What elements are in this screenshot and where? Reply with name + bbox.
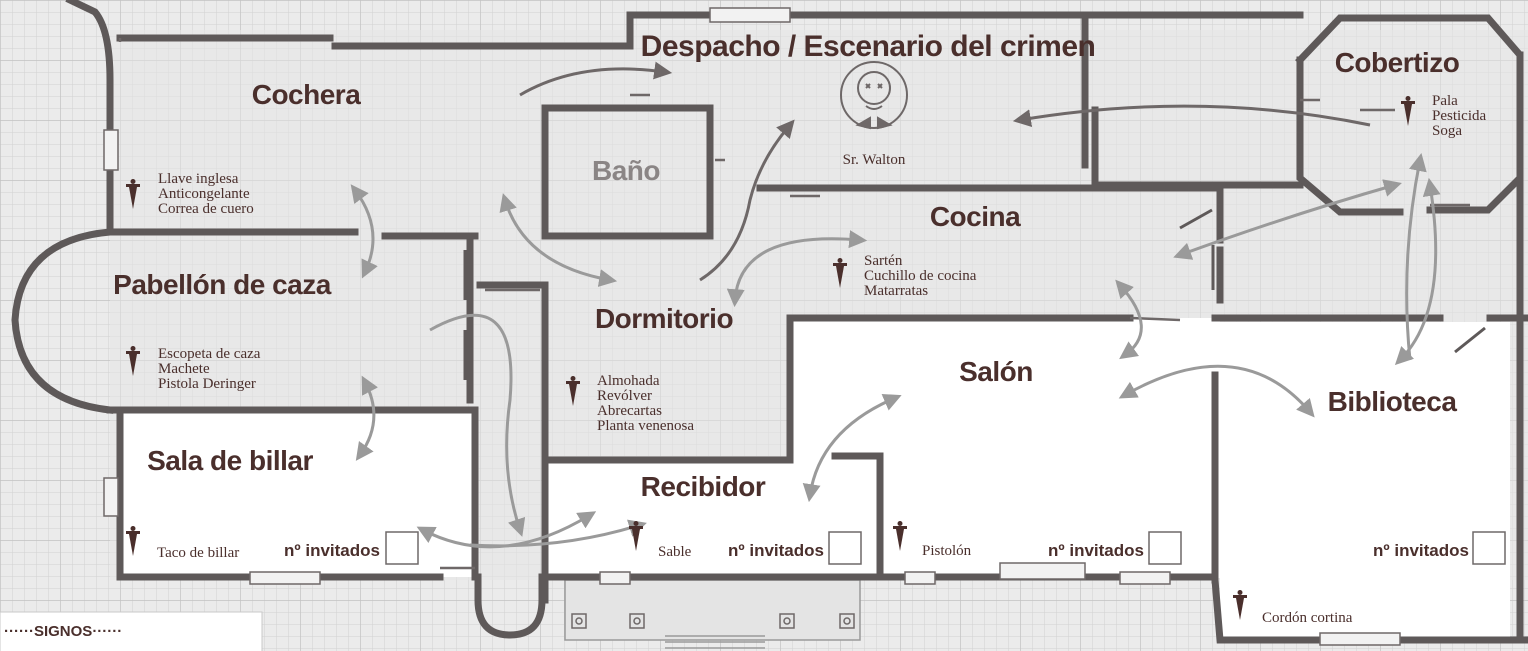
room-title-recibidor: Recibidor	[641, 471, 766, 502]
item-cobertizo-1: Pesticida	[1432, 108, 1486, 124]
item-cobertizo-2: Soga	[1432, 123, 1462, 139]
walls	[11, 0, 1528, 644]
room-title-cochera: Cochera	[252, 79, 361, 110]
room-title-cocina: Cocina	[930, 201, 1021, 232]
dagger-icon-pabellon	[126, 346, 140, 376]
item-dormitorio-1: Revólver	[597, 388, 652, 404]
dagger-icon-dormitorio	[566, 376, 580, 406]
item-cochera-1: Anticongelante	[158, 186, 250, 202]
dagger-icon-cobertizo	[1401, 96, 1415, 126]
item-salon-0: Pistolón	[922, 543, 972, 559]
item-cochera-2: Correa de cuero	[158, 201, 254, 217]
room-title-biblioteca: Biblioteca	[1328, 386, 1458, 417]
item-pabellon-1: Machete	[158, 361, 210, 377]
guests-input-recibidor[interactable]	[828, 531, 862, 565]
item-cocina-1: Cuchillo de cocina	[864, 268, 977, 284]
porch-pillars	[571, 613, 855, 629]
room-title-cobertizo: Cobertizo	[1335, 47, 1460, 78]
item-pabellon-2: Pistola Deringer	[158, 376, 256, 392]
legend-title: ······SIGNOS······	[4, 623, 122, 640]
item-cobertizo-0: Pala	[1432, 93, 1458, 109]
item-cocina-2: Matarratas	[864, 283, 928, 299]
item-biblioteca-0: Cordón cortina	[1262, 610, 1353, 626]
victim-name: Sr. Walton	[843, 152, 906, 168]
room-biblioteca	[1220, 322, 1510, 642]
guests-label-salon: nº invitados	[1048, 541, 1144, 560]
guests-layer: nº invitados nº invitados nº invitados nº i…	[284, 531, 1506, 565]
dagger-icon-cocina	[833, 258, 847, 288]
dagger-icon-salon	[893, 521, 907, 551]
item-billar-0: Taco de billar	[157, 545, 239, 561]
guests-input-billar[interactable]	[385, 531, 419, 565]
item-dormitorio-2: Abrecartas	[597, 403, 662, 419]
item-cocina-0: Sartén	[864, 253, 903, 269]
dagger-icon-recibidor	[629, 521, 643, 551]
room-title-billar: Sala de billar	[147, 445, 313, 476]
item-dormitorio-0: Almohada	[597, 373, 660, 389]
skull-icon	[840, 61, 908, 130]
item-cochera-0: Llave inglesa	[158, 171, 239, 187]
legend-box	[0, 611, 263, 651]
connections	[350, 152, 1441, 549]
windows	[103, 7, 1401, 646]
room-title-dormitorio: Dormitorio	[595, 303, 734, 334]
room-title-salon: Salón	[959, 356, 1033, 387]
item-dormitorio-3: Planta venenosa	[597, 418, 694, 434]
dagger-icon-biblioteca	[1233, 590, 1247, 620]
guests-label-recibidor: nº invitados	[728, 541, 824, 560]
item-recibidor-0: Sable	[658, 544, 692, 560]
guests-label-biblioteca: nº invitados	[1373, 541, 1469, 560]
room-title-despacho: Despacho / Escenario del crimen	[641, 30, 1096, 63]
connections-dark	[519, 61, 1371, 282]
porch	[564, 579, 861, 641]
room-title-bano: Baño	[592, 155, 660, 186]
dagger-icon-cochera	[126, 179, 140, 209]
room-title-pabellon: Pabellón de caza	[113, 269, 332, 300]
guests-input-salon[interactable]	[1148, 531, 1182, 565]
item-pabellon-0: Escopeta de caza	[158, 346, 261, 362]
guests-input-biblioteca[interactable]	[1472, 531, 1506, 565]
porch-steps	[665, 635, 765, 649]
guests-label-billar: nº invitados	[284, 541, 380, 560]
dagger-icon-billar	[126, 526, 140, 556]
